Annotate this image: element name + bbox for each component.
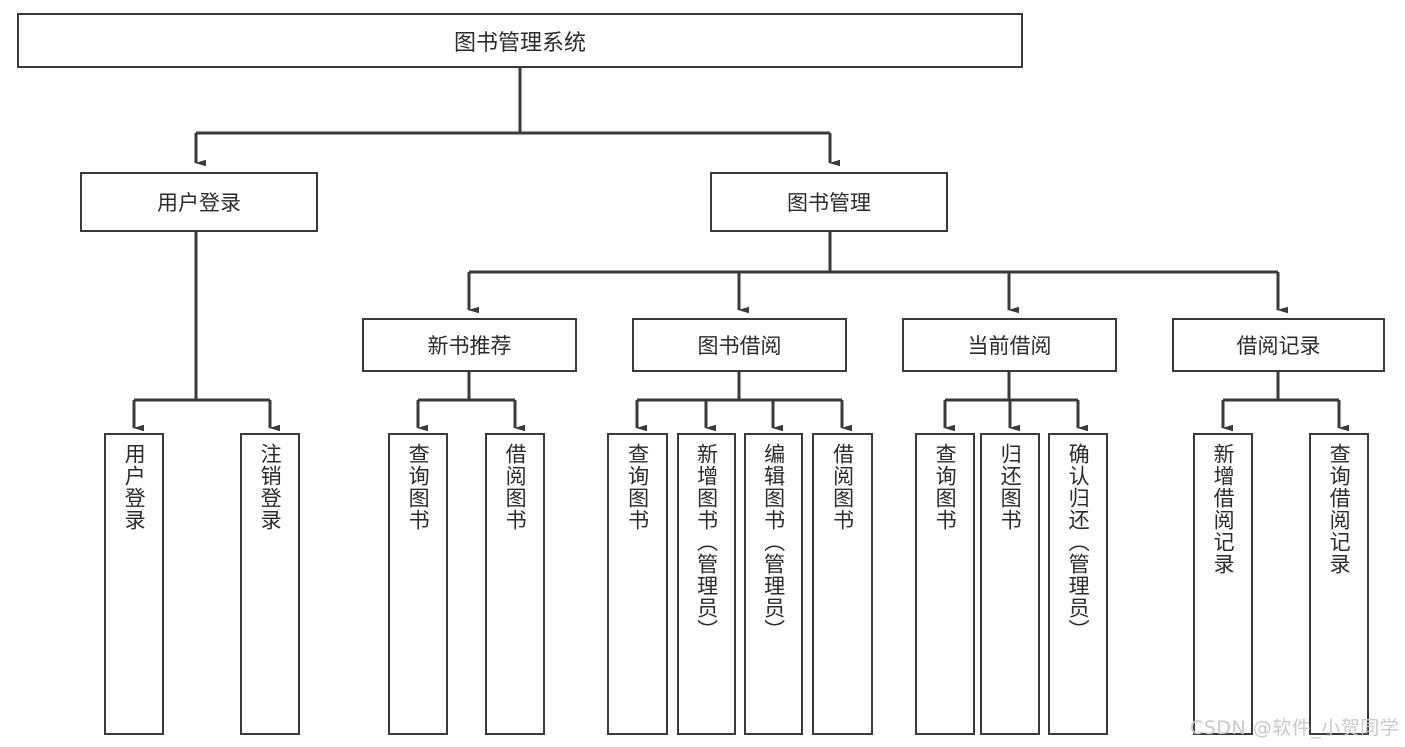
leaf-current-borrow-query-book[interactable]: 查询图书 [915, 433, 975, 735]
node-label: 图书管理系统 [453, 30, 586, 56]
leaf-new-book-borrow-book[interactable]: 借阅图书 [485, 433, 545, 735]
node-label: 借阅记录 [1236, 334, 1321, 358]
leaf-book-borrow-add-book-admin[interactable]: 新增图书（管理员） [677, 433, 736, 735]
node-label: 新增借阅记录 [1211, 443, 1236, 575]
node-label: 新书推荐 [427, 334, 512, 358]
node-label: 用户登录 [157, 191, 241, 215]
node-label: 查询图书 [625, 443, 650, 531]
node-root-book-management-system[interactable]: 图书管理系统 [17, 13, 1023, 68]
leaf-borrow-record-add-record[interactable]: 新增借阅记录 [1193, 433, 1253, 735]
node-book-borrow[interactable]: 图书借阅 [632, 318, 847, 372]
node-label: 用户登录 [122, 443, 147, 531]
node-borrow-record[interactable]: 借阅记录 [1172, 318, 1385, 372]
node-label: 查询借阅记录 [1327, 443, 1352, 575]
node-label: 借阅图书 [830, 443, 855, 531]
node-label: 图书管理 [787, 191, 871, 215]
leaf-new-book-query-book[interactable]: 查询图书 [388, 433, 448, 735]
leaf-user-login-logout[interactable]: 注销登录 [240, 433, 300, 735]
node-user-login[interactable]: 用户登录 [80, 172, 318, 232]
leaf-borrow-record-query-record[interactable]: 查询借阅记录 [1309, 433, 1369, 735]
leaf-book-borrow-borrow-book[interactable]: 借阅图书 [812, 433, 873, 735]
node-book-management[interactable]: 图书管理 [710, 172, 948, 232]
node-label: 编辑图书（管理员） [761, 443, 786, 641]
node-label: 注销登录 [258, 443, 283, 531]
node-label: 查询图书 [406, 443, 431, 531]
node-label: 确认归还（管理员） [1066, 443, 1091, 641]
leaf-book-borrow-query-book[interactable]: 查询图书 [607, 433, 668, 735]
leaf-user-login-login[interactable]: 用户登录 [104, 433, 164, 735]
node-label: 新增图书（管理员） [694, 443, 719, 641]
leaf-current-borrow-confirm-return-admin[interactable]: 确认归还（管理员） [1048, 433, 1108, 735]
leaf-current-borrow-return-book[interactable]: 归还图书 [980, 433, 1040, 735]
node-label: 图书借阅 [697, 334, 782, 358]
leaf-book-borrow-edit-book-admin[interactable]: 编辑图书（管理员） [744, 433, 803, 735]
node-label: 查询图书 [933, 443, 958, 531]
node-current-borrow[interactable]: 当前借阅 [902, 318, 1117, 372]
node-label: 借阅图书 [503, 443, 528, 531]
node-new-book-recommend[interactable]: 新书推荐 [362, 318, 577, 372]
node-label: 当前借阅 [967, 334, 1052, 358]
watermark: CSDN @软件_小贺同学 [1190, 717, 1400, 739]
node-label: 归还图书 [998, 443, 1023, 531]
